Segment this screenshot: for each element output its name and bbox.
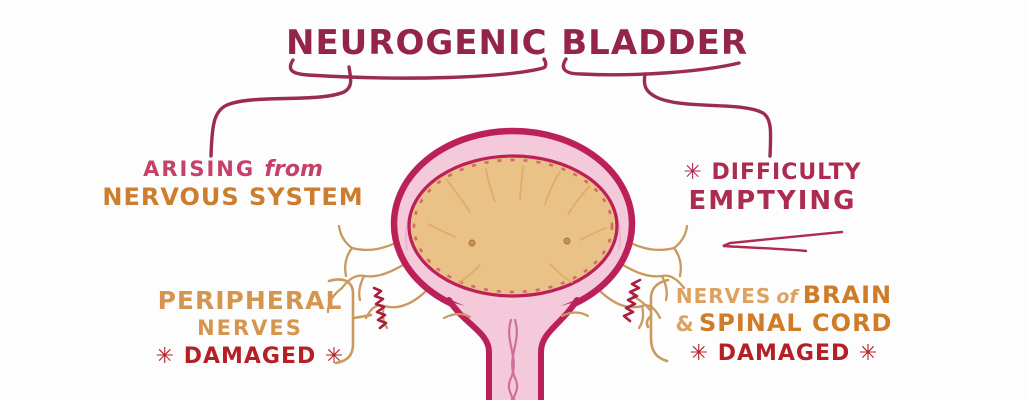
emptying-underline xyxy=(722,230,844,253)
title-word-neurogenic: NEUROGENIC xyxy=(286,23,548,63)
central-spinal-cord-text: SPINAL CORD xyxy=(698,309,893,338)
from-text: from xyxy=(264,157,323,182)
title-word-bladder: BLADDER xyxy=(561,23,748,63)
ureter-opening-right xyxy=(563,237,571,245)
peripheral-nerves-text: NERVES xyxy=(197,316,303,341)
label-arising-from-nervous-system: ARISING from NERVOUS SYSTEM xyxy=(98,158,368,210)
bladder-lumen-scallops xyxy=(412,158,614,294)
title-underlines-and-connectors xyxy=(209,57,773,158)
peripheral-text: PERIPHERAL xyxy=(157,286,343,315)
central-ampersand: & xyxy=(675,312,694,337)
arising-text: ARISING xyxy=(143,157,256,181)
underline-bladder xyxy=(561,57,741,77)
label-central-nerves-damaged: NERVES of BRAIN & SPINAL CORD ✳ DAMAGED … xyxy=(658,281,910,367)
neck-nerve-wisps xyxy=(442,311,590,320)
urethra-right-wall xyxy=(538,297,580,400)
nervous-system-text: NERVOUS SYSTEM xyxy=(102,183,364,212)
central-damaged-text: ✳ DAMAGED ✳ xyxy=(689,341,879,367)
damaged-nerve-squiggles xyxy=(372,278,642,330)
emptying-text: EMPTYING xyxy=(688,186,857,217)
label-difficulty-emptying: ✳ DIFFICULTY EMPTYING xyxy=(660,161,885,215)
urethra-left-wall xyxy=(446,297,492,400)
label-brackets xyxy=(327,278,670,365)
underline-neurogenic xyxy=(288,57,548,80)
damaged-squiggle-left xyxy=(372,286,388,330)
central-nerves-text: NERVES xyxy=(675,284,772,308)
peripheral-damaged-text: ✳ DAMAGED ✳ xyxy=(155,344,345,370)
connector-right xyxy=(642,72,773,158)
damaged-squiggle-right xyxy=(622,278,642,323)
ureter-opening-left xyxy=(468,239,476,247)
bladder-lumen xyxy=(407,154,619,298)
bracket-central xyxy=(649,278,670,363)
connector-left xyxy=(209,65,353,158)
bladder xyxy=(390,127,636,400)
central-brain-text: BRAIN xyxy=(802,281,893,309)
page-title: NEUROGENIC BLADDER xyxy=(286,23,748,63)
bladder-rugae xyxy=(427,165,607,284)
urethra-lumen-lines xyxy=(507,318,519,400)
label-peripheral-nerves-damaged: PERIPHERAL NERVES ✳ DAMAGED ✳ xyxy=(145,286,355,370)
difficulty-text: ✳ DIFFICULTY xyxy=(683,160,862,185)
central-of-text: of xyxy=(776,286,798,308)
